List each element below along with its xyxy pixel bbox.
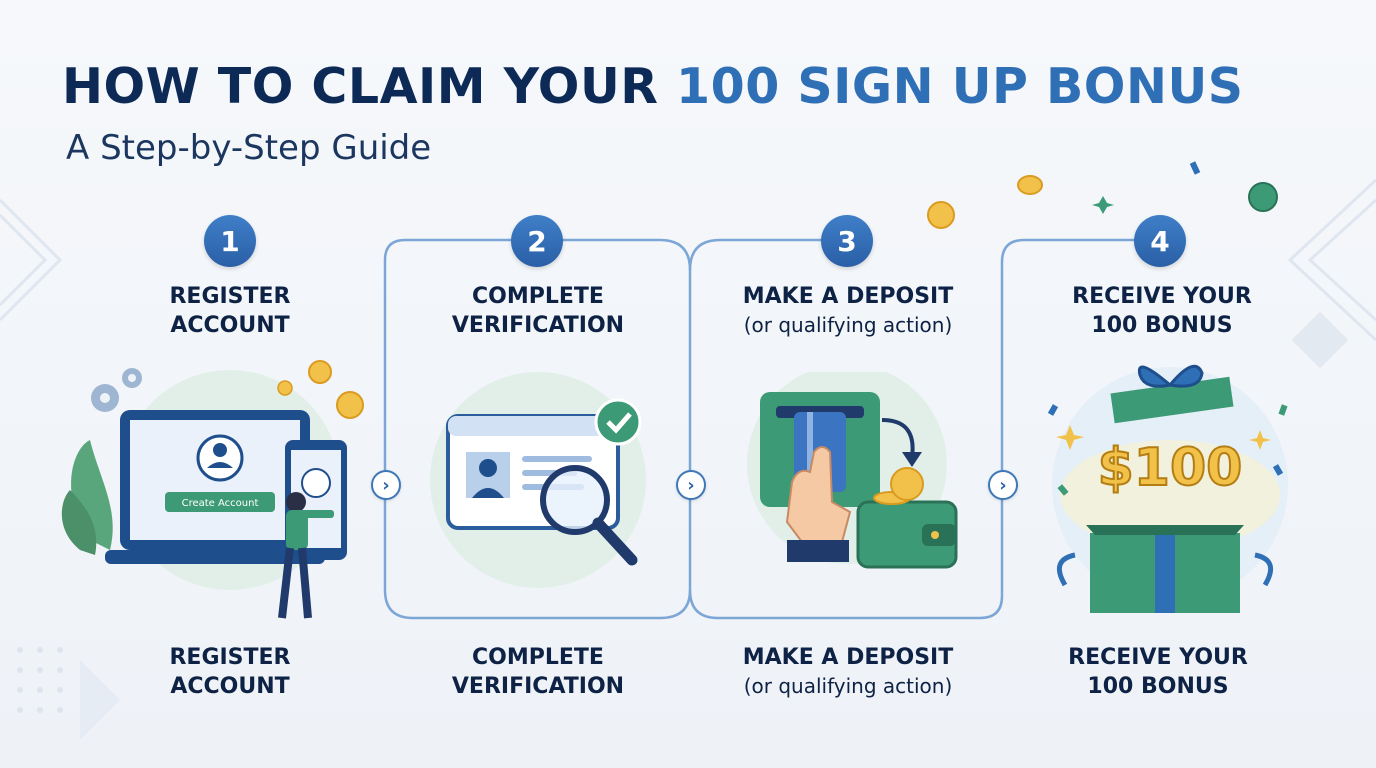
- step-1-number: 1: [204, 215, 256, 267]
- step-4-illustration: $100: [1047, 364, 1288, 613]
- step-2-illustration: [430, 372, 646, 588]
- coin-icon: [873, 467, 924, 505]
- page-title: HOW TO CLAIM YOUR 100 SIGN UP BONUS: [62, 58, 1244, 115]
- magnifier-icon: [540, 465, 638, 566]
- gift-icon: [1056, 364, 1274, 613]
- step-3-illustration: [747, 372, 958, 569]
- checkmark-icon: [606, 412, 632, 434]
- step-4-number: 4: [1134, 215, 1186, 267]
- step-3-number: 3: [821, 215, 873, 267]
- chevron-right-icon: ›: [676, 470, 706, 500]
- floating-coins: [927, 161, 1278, 229]
- step-3-bottom-label: MAKE A DEPOSIT(or qualifying action): [742, 645, 954, 698]
- gear-icon: [91, 368, 142, 412]
- chevron-right-icon: ›: [988, 470, 1018, 500]
- coin-icon: [277, 360, 364, 419]
- bonus-amount: $100: [1098, 438, 1243, 498]
- chevron-right-icon: ›: [371, 470, 401, 500]
- step-3-label: MAKE A DEPOSIT(or qualifying action): [742, 284, 954, 337]
- coin-icon: [927, 175, 1278, 229]
- page-subtitle: A Step-by-Step Guide: [66, 128, 432, 168]
- step-2-number: 2: [511, 215, 563, 267]
- create-account-button: Create Account: [182, 498, 259, 509]
- step-1-illustration: Create Account: [61, 360, 364, 619]
